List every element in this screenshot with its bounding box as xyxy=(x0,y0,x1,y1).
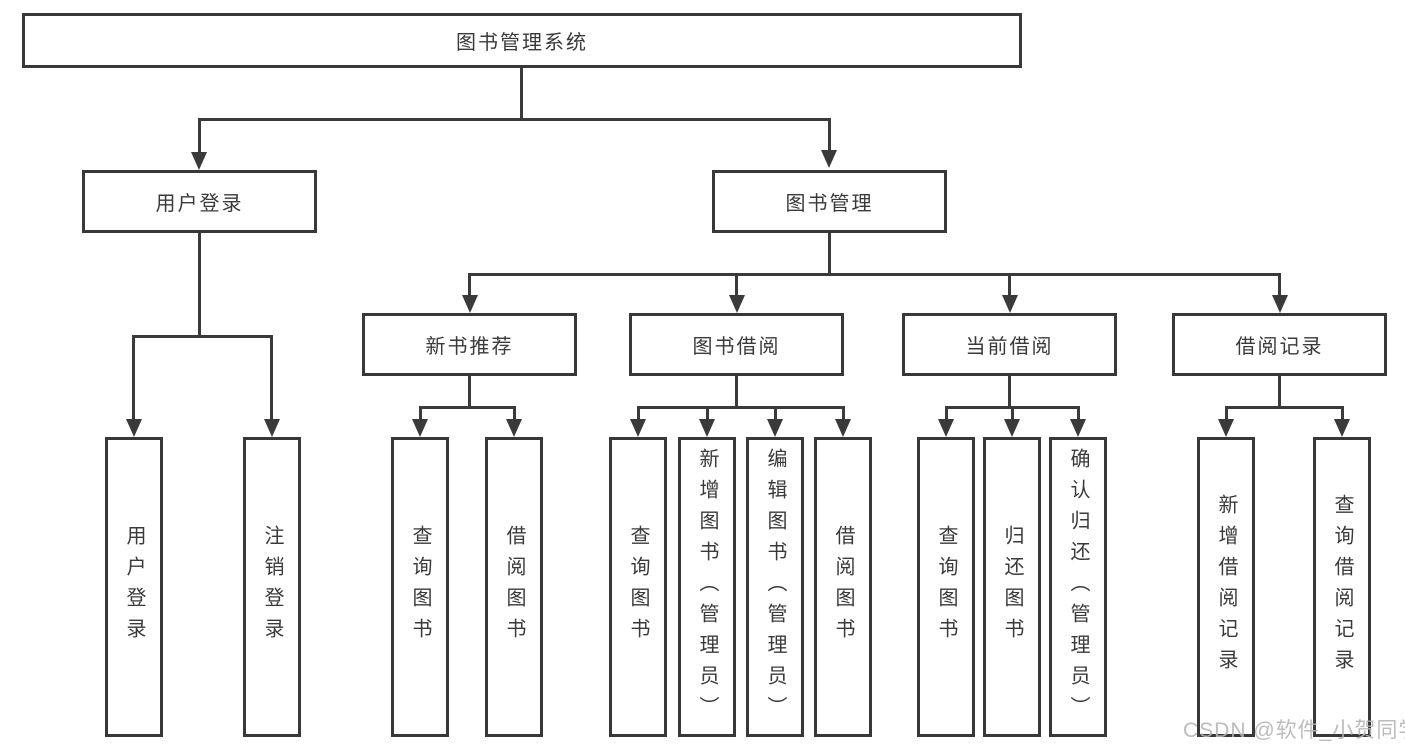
leaf-label: 查询图书 xyxy=(409,525,431,649)
leaf-query-books-current: 查询图书 xyxy=(917,437,975,737)
connector-vline xyxy=(945,406,948,421)
leaf-query-books-borrow: 查询图书 xyxy=(609,437,667,737)
arrow-down-icon xyxy=(835,419,851,437)
arrow-down-icon xyxy=(767,419,783,437)
node-label: 新书推荐 xyxy=(425,336,514,358)
connector-vline xyxy=(1225,406,1228,421)
connector-vline xyxy=(513,406,516,421)
node-book-borrow: 图书借阅 xyxy=(629,313,844,376)
node-label: 借阅记录 xyxy=(1235,336,1324,358)
connector-vline xyxy=(1011,406,1014,421)
leaf-borrow-books-recommend: 借阅图书 xyxy=(485,437,543,737)
connector-vline xyxy=(735,273,738,297)
connector-vline xyxy=(270,335,273,421)
leaf-label: 查询图书 xyxy=(935,525,957,649)
leaf-user-login: 用户登录 xyxy=(105,437,163,737)
arrow-down-icon xyxy=(1070,419,1086,437)
node-user-login: 用户登录 xyxy=(82,170,317,233)
leaf-edit-books-admin: 编辑图书（管理员） xyxy=(746,437,804,737)
arrow-down-icon xyxy=(699,419,715,437)
leaf-label: 新增借阅记录 xyxy=(1215,494,1237,680)
arrow-down-icon xyxy=(264,419,280,437)
leaf-query-books-recommend: 查询图书 xyxy=(391,437,449,737)
arrow-down-icon xyxy=(630,419,646,437)
arrow-down-icon xyxy=(1272,295,1288,313)
node-label: 图书管理 xyxy=(785,193,874,215)
connector-vline xyxy=(520,68,523,118)
connector-vline xyxy=(1008,273,1011,297)
connector-vline xyxy=(735,376,738,406)
connector-vline xyxy=(828,118,831,156)
leaf-borrow-books-borrow: 借阅图书 xyxy=(814,437,872,737)
leaf-confirm-return-admin: 确认归还（管理员） xyxy=(1049,437,1107,737)
leaf-label: 查询图书 xyxy=(627,525,649,649)
leaf-label: 编辑图书（管理员） xyxy=(764,447,786,727)
connector-vline xyxy=(468,376,471,406)
csdn-watermark: CSDN @软件_小贺同学 xyxy=(1183,719,1405,742)
node-label: 图书管理系统 xyxy=(456,32,588,54)
arrow-down-icon xyxy=(938,419,954,437)
leaf-label: 借阅图书 xyxy=(832,525,854,649)
connector-vline xyxy=(198,118,201,156)
arrow-down-icon xyxy=(191,152,207,170)
leaf-return-books: 归还图书 xyxy=(983,437,1041,737)
connector-vline xyxy=(828,233,831,273)
leaf-label: 归还图书 xyxy=(1001,525,1023,649)
connector-vline xyxy=(1341,406,1344,421)
node-library-system: 图书管理系统 xyxy=(22,13,1022,68)
connector-hline xyxy=(637,406,845,409)
connector-hline xyxy=(419,406,516,409)
connector-hline xyxy=(198,118,831,121)
leaf-add-borrow-record: 新增借阅记录 xyxy=(1197,437,1255,737)
connector-vline xyxy=(1278,273,1281,297)
connector-hline xyxy=(133,335,273,338)
node-label: 用户登录 xyxy=(155,193,244,215)
leaf-add-books-admin: 新增图书（管理员） xyxy=(678,437,736,737)
arrow-down-icon xyxy=(1334,419,1350,437)
connector-vline xyxy=(706,406,709,421)
node-current-borrow: 当前借阅 xyxy=(902,313,1117,376)
node-borrow-records: 借阅记录 xyxy=(1172,313,1387,376)
arrow-down-icon xyxy=(1002,295,1018,313)
connector-vline xyxy=(198,233,201,335)
arrow-down-icon xyxy=(729,295,745,313)
arrow-down-icon xyxy=(821,150,837,168)
connector-vline xyxy=(132,335,135,421)
leaf-logout: 注销登录 xyxy=(243,437,301,737)
connector-vline xyxy=(1278,376,1281,406)
node-label: 图书借阅 xyxy=(692,336,781,358)
connector-vline xyxy=(842,406,845,421)
leaf-query-borrow-record: 查询借阅记录 xyxy=(1313,437,1371,737)
leaf-label: 借阅图书 xyxy=(503,525,525,649)
connector-vline xyxy=(419,406,422,421)
arrow-down-icon xyxy=(1218,419,1234,437)
arrow-down-icon xyxy=(1004,419,1020,437)
connector-hline xyxy=(1225,406,1344,409)
connector-vline xyxy=(774,406,777,421)
connector-vline xyxy=(1077,406,1080,421)
arrow-down-icon xyxy=(126,419,142,437)
arrow-down-icon xyxy=(412,419,428,437)
node-new-book-recommend: 新书推荐 xyxy=(362,313,577,376)
leaf-label: 用户登录 xyxy=(123,525,145,649)
node-book-management: 图书管理 xyxy=(712,170,947,233)
connector-vline xyxy=(1008,376,1011,406)
connector-vline xyxy=(637,406,640,421)
leaf-label: 新增图书（管理员） xyxy=(696,447,718,727)
leaf-label: 确认归还（管理员） xyxy=(1067,447,1089,727)
connector-hline xyxy=(468,273,1281,276)
leaf-label: 注销登录 xyxy=(261,525,283,649)
arrow-down-icon xyxy=(462,295,478,313)
arrow-down-icon xyxy=(506,419,522,437)
node-label: 当前借阅 xyxy=(965,336,1054,358)
connector-vline xyxy=(468,273,471,297)
leaf-label: 查询借阅记录 xyxy=(1331,494,1353,680)
